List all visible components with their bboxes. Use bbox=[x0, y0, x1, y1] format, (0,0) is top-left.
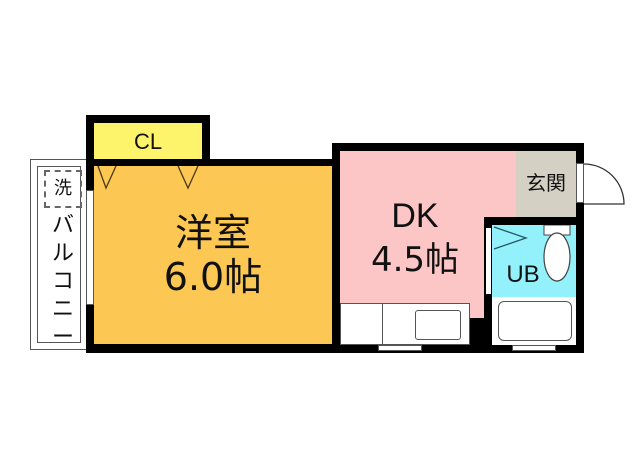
kitchen-window bbox=[378, 345, 422, 351]
closet-door-icon bbox=[97, 166, 199, 190]
balcony-char: ニ bbox=[51, 297, 74, 322]
unit-bath-label: UB bbox=[506, 261, 540, 288]
sink bbox=[415, 310, 461, 340]
washer-space: 洗 bbox=[44, 170, 82, 208]
unit-bath-door bbox=[486, 228, 491, 294]
balcony-char: バ bbox=[51, 213, 74, 238]
balcony-inner-border bbox=[37, 166, 81, 343]
kitchen-counter bbox=[340, 303, 470, 345]
dk-name: DK bbox=[391, 197, 439, 235]
dk-size: 4.5帖 bbox=[370, 240, 460, 280]
counter-divider bbox=[382, 304, 383, 344]
toilet-icon bbox=[543, 225, 571, 282]
balcony-window bbox=[86, 190, 94, 305]
bathtub-icon bbox=[498, 301, 572, 341]
bath-window bbox=[512, 345, 556, 351]
western-room-size: 6.0帖 bbox=[163, 255, 263, 299]
entrance: 玄関 bbox=[516, 151, 576, 217]
balcony-char: コ bbox=[51, 269, 74, 294]
western-room: 洋室 6.0帖 bbox=[94, 166, 332, 344]
balcony-char: ル bbox=[51, 241, 74, 266]
western-room-name: 洋室 bbox=[174, 211, 251, 255]
entrance-door bbox=[576, 163, 584, 203]
balcony-char: ー bbox=[51, 325, 74, 350]
closet-label: CL bbox=[133, 129, 163, 154]
washer-label: 洗 bbox=[54, 178, 72, 199]
pipe-shaft bbox=[470, 318, 484, 348]
unit-bath-wall bbox=[484, 217, 584, 225]
door-swing-icon bbox=[584, 163, 625, 205]
balcony bbox=[30, 159, 88, 350]
balcony-label: バ ル コ ニ ー bbox=[44, 215, 82, 355]
closet: CL bbox=[94, 123, 202, 159]
bathtub-area bbox=[492, 297, 576, 345]
bath-door-icon bbox=[493, 226, 528, 250]
entrance-label: 玄関 bbox=[526, 171, 566, 195]
